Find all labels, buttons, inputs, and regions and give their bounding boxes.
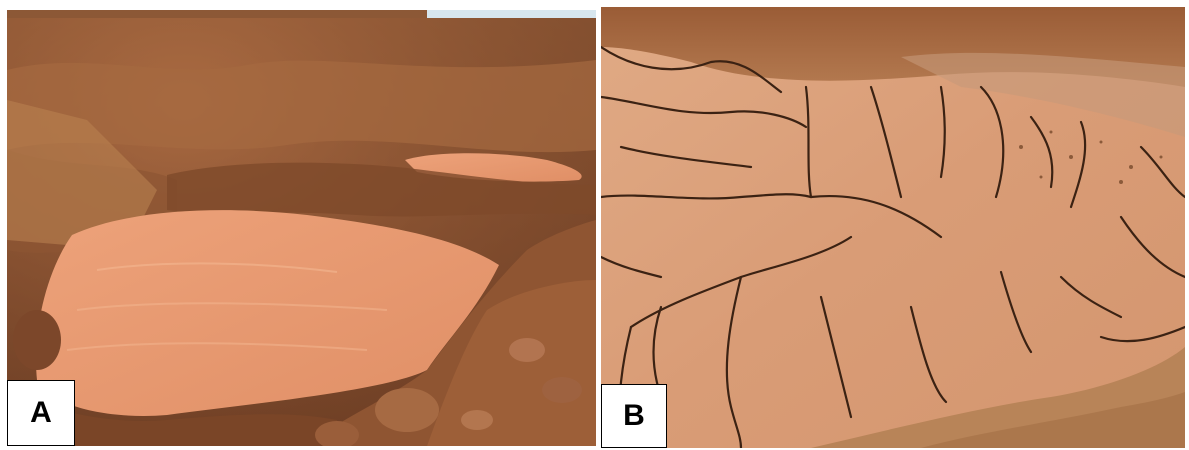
panel-label-box-a: A [7, 380, 75, 446]
photo-panel-b: B [601, 7, 1185, 448]
cracked-mud-photo [601, 7, 1185, 448]
panel-label-a: A [30, 396, 52, 429]
flooded-pit-photo [7, 10, 596, 446]
panel-label-b: B [623, 399, 645, 432]
panel-label-box-b: B [601, 384, 667, 448]
photo-panel-a: A [7, 10, 596, 446]
